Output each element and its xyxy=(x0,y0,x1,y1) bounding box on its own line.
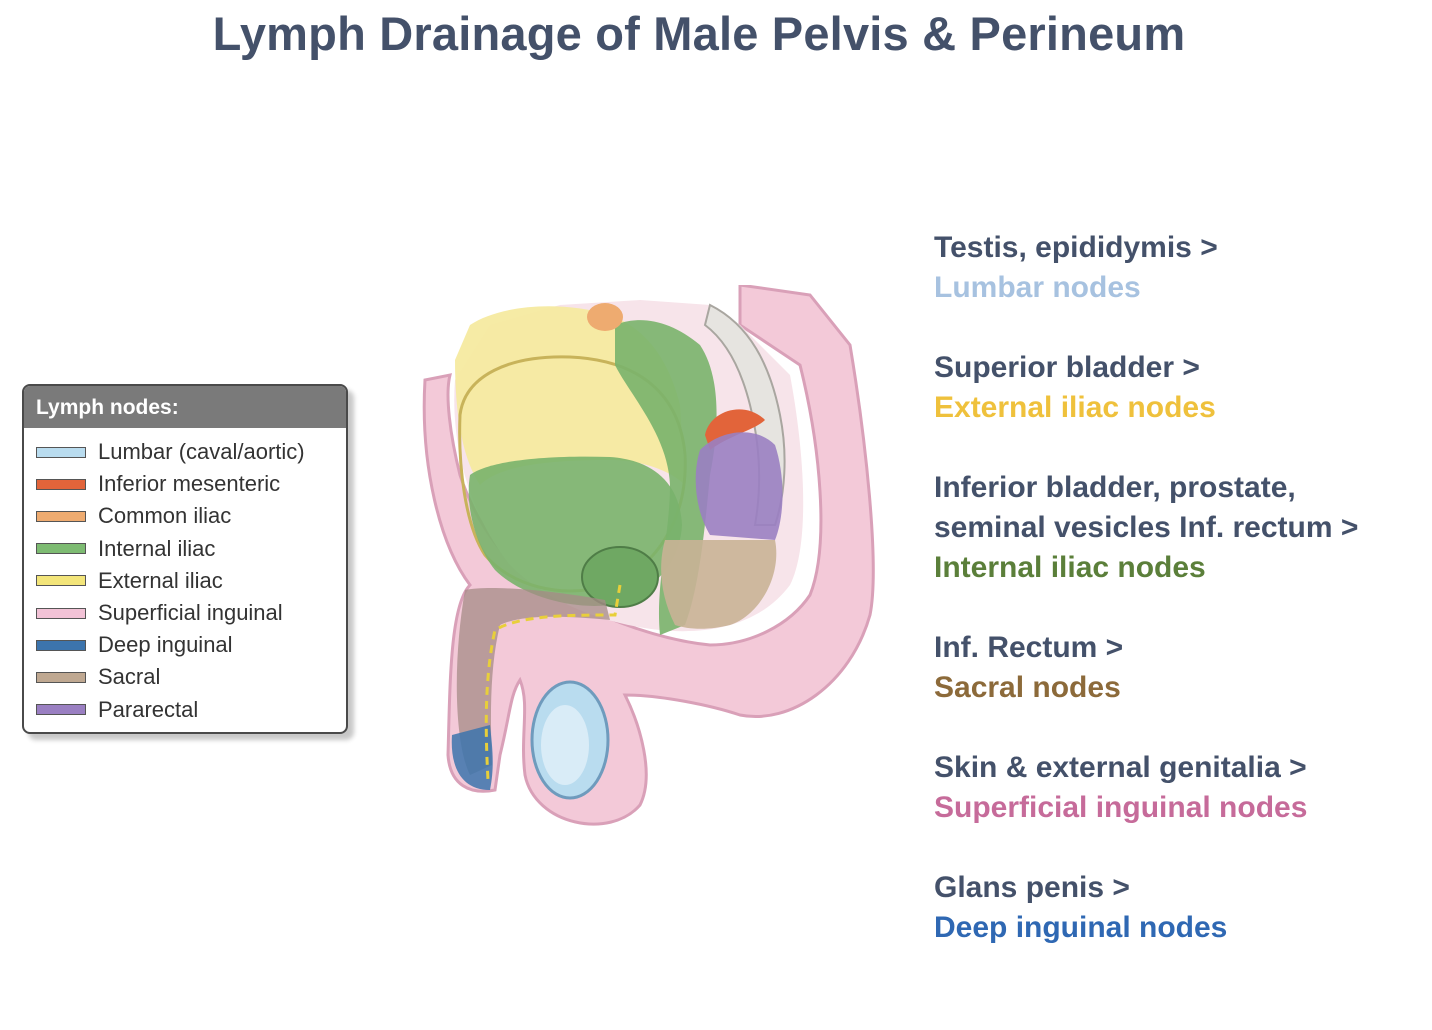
legend-label: Lumbar (caval/aortic) xyxy=(98,439,305,465)
drainage-source: Skin & external genitalia > xyxy=(934,751,1307,784)
legend-swatch xyxy=(36,446,86,458)
body-outline xyxy=(422,285,875,826)
drainage-entry-testis: Testis, epididymis > Lumbar nodes xyxy=(934,228,1424,308)
legend-swatch xyxy=(36,607,86,619)
drainage-entry-inferior-bladder: Inferior bladder, prostate, seminal vesi… xyxy=(934,468,1424,588)
drainage-entry-superior-bladder: Superior bladder > External iliac nodes xyxy=(934,348,1424,428)
legend-label: Pararectal xyxy=(98,696,199,722)
legend-label: Common iliac xyxy=(98,503,232,529)
legend-swatch xyxy=(36,478,86,490)
drainage-list: Testis, epididymis > Lumbar nodes Superi… xyxy=(934,228,1424,988)
legend-item-inferior-mesenteric: Inferior mesenteric xyxy=(24,468,346,500)
legend-swatch xyxy=(36,543,86,555)
legend-item-common-iliac: Common iliac xyxy=(24,500,346,532)
drainage-entry-glans: Glans penis > Deep inguinal nodes xyxy=(934,868,1424,948)
legend-item-internal-iliac: Internal iliac xyxy=(24,533,346,565)
page-title: Lymph Drainage of Male Pelvis & Perineum xyxy=(212,7,1186,60)
drainage-source: Superior bladder > xyxy=(934,351,1200,384)
legend-label: Internal iliac xyxy=(98,535,216,561)
legend-swatch xyxy=(36,575,86,587)
drainage-target: Lumbar nodes xyxy=(934,271,1141,304)
drainage-source: Testis, epididymis > xyxy=(934,231,1218,264)
legend-item-external-iliac: External iliac xyxy=(24,565,346,597)
pararectal-region xyxy=(695,432,783,540)
common-iliac-region xyxy=(587,303,623,331)
legend-item-superficial-inguinal: Superficial inguinal xyxy=(24,597,346,629)
drainage-source: Glans penis > xyxy=(934,871,1130,904)
legend-header: Lymph nodes: xyxy=(24,386,346,428)
legend-swatch xyxy=(36,639,86,651)
legend-item-lumbar: Lumbar (caval/aortic) xyxy=(24,436,346,468)
legend-swatch xyxy=(36,704,86,716)
legend-box: Lymph nodes: Lumbar (caval/aortic) Infer… xyxy=(22,384,348,734)
legend-item-pararectal: Pararectal xyxy=(24,694,346,726)
drainage-target: Deep inguinal nodes xyxy=(934,911,1228,944)
drainage-target: Sacral nodes xyxy=(934,671,1121,704)
legend-list: Lumbar (caval/aortic) Inferior mesenteri… xyxy=(24,428,346,726)
testis-inner xyxy=(541,705,589,785)
legend-label: Deep inguinal xyxy=(98,632,233,658)
legend-label: Superficial inguinal xyxy=(98,600,283,626)
prostate xyxy=(581,546,659,608)
legend-swatch xyxy=(36,510,86,522)
legend-swatch xyxy=(36,671,86,683)
drainage-source: Inferior bladder, prostate, xyxy=(934,471,1296,504)
drainage-target: External iliac nodes xyxy=(934,391,1216,424)
legend-label: Sacral xyxy=(98,664,161,690)
drainage-entry-inf-rectum: Inf. Rectum > Sacral nodes xyxy=(934,628,1424,708)
drainage-entry-skin: Skin & external genitalia > Superficial … xyxy=(934,748,1424,828)
drainage-target: Superficial inguinal nodes xyxy=(934,791,1308,824)
legend-item-deep-inguinal: Deep inguinal xyxy=(24,629,346,661)
pelvis-illustration xyxy=(422,285,875,826)
sacral-region xyxy=(661,540,777,629)
legend-item-sacral: Sacral xyxy=(24,661,346,693)
deep-inguinal-region xyxy=(451,725,493,790)
drainage-target: Internal iliac nodes xyxy=(934,551,1206,584)
urethra xyxy=(484,584,622,781)
drainage-source: seminal vesicles Inf. rectum > xyxy=(934,511,1359,544)
legend-label: External iliac xyxy=(98,567,223,593)
drainage-source: Inf. Rectum > xyxy=(934,631,1124,664)
legend-label: Inferior mesenteric xyxy=(98,471,281,497)
